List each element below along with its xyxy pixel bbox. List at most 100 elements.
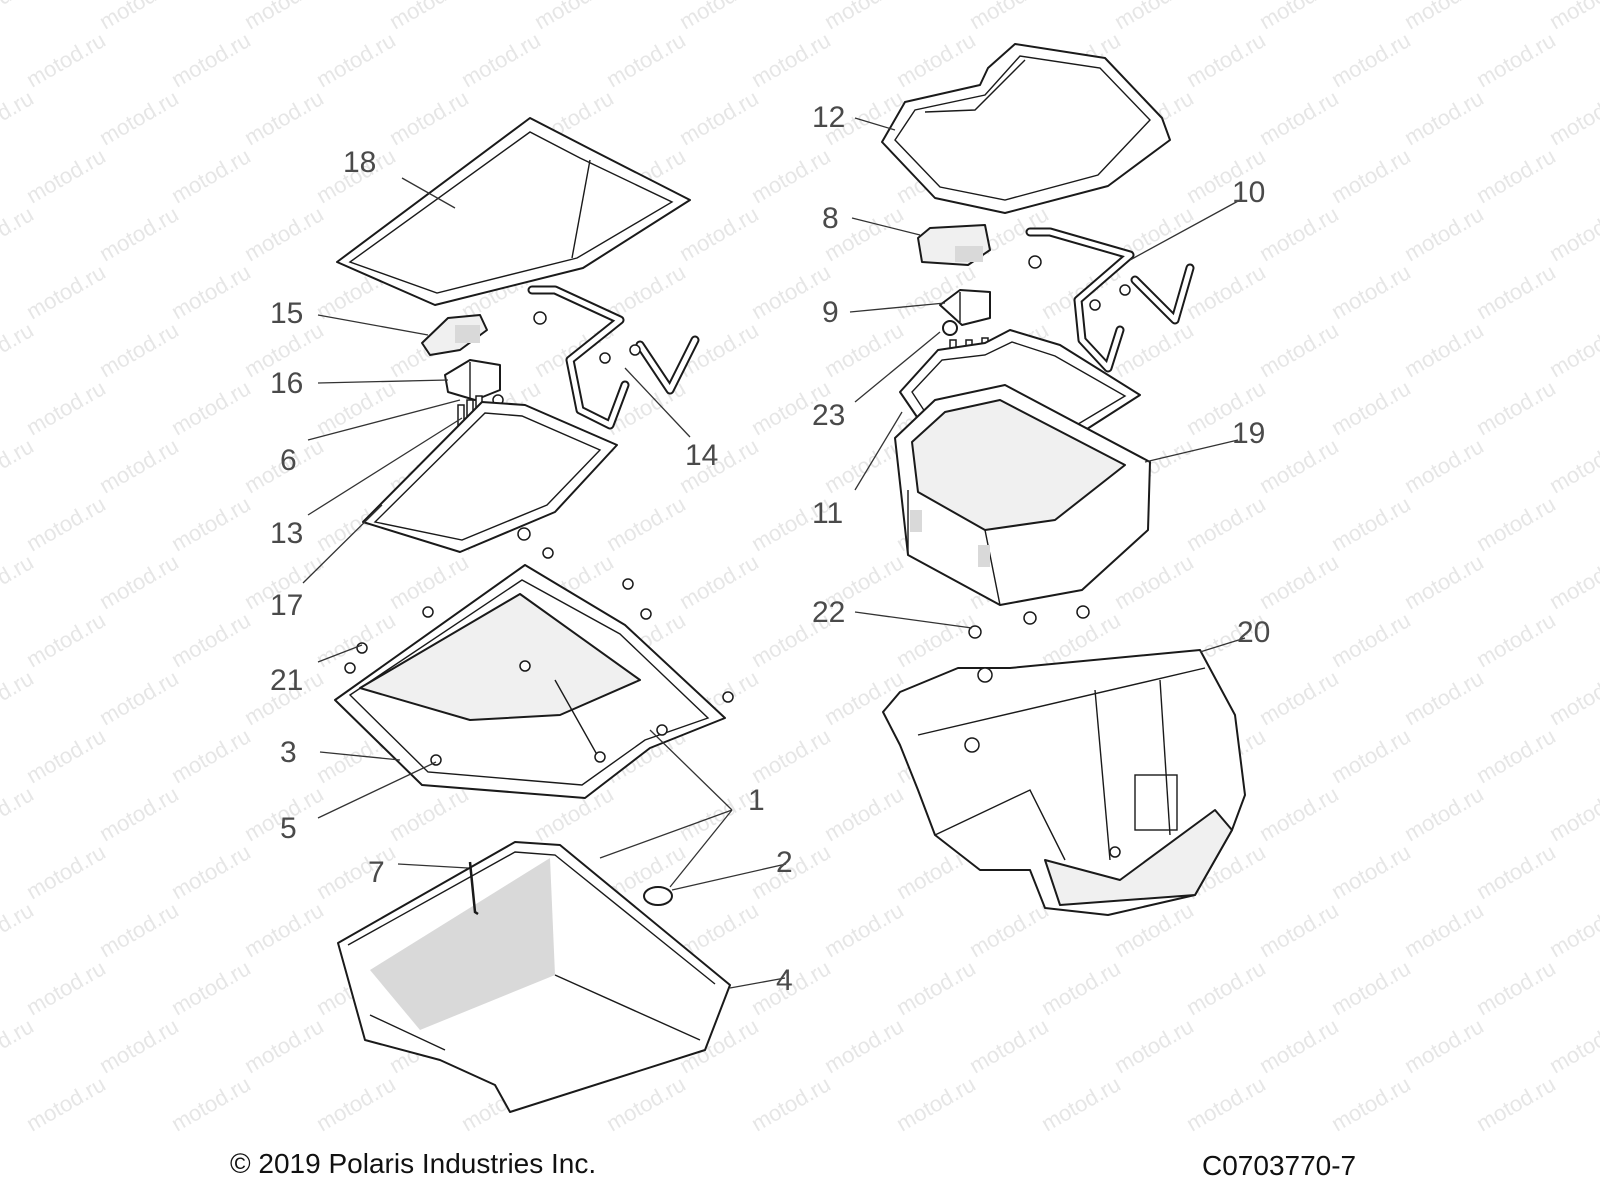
callout-16: 16 — [270, 367, 303, 400]
drawing-code: C0703770-7 — [1202, 1150, 1357, 1181]
watermark-text: motod.ru — [1110, 0, 1198, 34]
callout-9: 9 — [822, 296, 839, 329]
leader-lines — [302, 117, 1246, 989]
callout-21: 21 — [270, 664, 303, 697]
watermark-text: motod.ru — [1472, 259, 1560, 324]
watermark-text: motod.ru — [1545, 781, 1600, 846]
watermark-text: motod.ru — [167, 955, 255, 1020]
watermark-text: motod.ru — [747, 143, 835, 208]
part-20-housing — [882, 649, 1246, 916]
watermark-text: motod.ru — [892, 607, 980, 672]
watermark-text: motod.ru — [1400, 1013, 1488, 1078]
watermark-text: motod.ru — [1400, 665, 1488, 730]
callout-17: 17 — [270, 589, 303, 622]
callout-4: 4 — [776, 964, 793, 997]
watermark-text: motod.ru — [1545, 897, 1600, 962]
part-22-fasteners — [968, 605, 1090, 639]
watermark-text: motod.ru — [95, 897, 183, 962]
part-2-plug — [643, 886, 673, 906]
watermark-text: motod.ru — [1255, 85, 1343, 150]
watermark-text: motod.ru — [0, 665, 38, 730]
watermark-text: motod.ru — [240, 85, 328, 150]
watermark-text: motod.ru — [1327, 143, 1415, 208]
part-3-tray — [334, 564, 726, 799]
watermark-text: motod.ru — [1400, 433, 1488, 498]
watermark-text: motod.ru — [1255, 0, 1343, 34]
callout-20: 20 — [1237, 616, 1270, 649]
part-9-latch-bracket — [939, 289, 991, 326]
watermark-text: motod.ru — [965, 1013, 1053, 1078]
watermark-text: motod.ru — [820, 781, 908, 846]
watermark-text: motod.ru — [22, 259, 110, 324]
watermark-text: motod.ru — [1037, 1071, 1125, 1136]
watermark-text: motod.ru — [747, 27, 835, 92]
callout-19: 19 — [1232, 417, 1265, 450]
callout-13: 13 — [270, 517, 303, 550]
watermark-text: motod.ru — [1545, 549, 1600, 614]
watermark-text: motod.ru — [1327, 27, 1415, 92]
watermark-text: motod.ru — [1400, 201, 1488, 266]
part-15-latch — [421, 314, 488, 356]
part-23-washer — [942, 320, 958, 336]
watermark-text: motod.ru — [1400, 0, 1488, 34]
watermark-text: motod.ru — [1255, 201, 1343, 266]
watermark-text: motod.ru — [1255, 1013, 1343, 1078]
watermark-text: motod.ru — [1400, 85, 1488, 150]
watermark-text: motod.ru — [167, 491, 255, 556]
watermark-text: motod.ru — [1472, 375, 1560, 440]
watermark-text: motod.ru — [1472, 955, 1560, 1020]
part-19-box — [894, 384, 1151, 606]
watermark-text: motod.ru — [1472, 27, 1560, 92]
watermark-text: motod.ru — [95, 317, 183, 382]
watermark-text: motod.ru — [1182, 27, 1270, 92]
watermark-text: motod.ru — [1545, 1013, 1600, 1078]
watermark-text: motod.ru — [312, 1071, 400, 1136]
watermark-text: motod.ru — [240, 897, 328, 962]
watermark-text: motod.ru — [1182, 955, 1270, 1020]
watermark-text: motod.ru — [1472, 1071, 1560, 1136]
callout-1: 1 — [748, 784, 765, 817]
watermark-text: motod.ru — [1327, 491, 1415, 556]
watermark-text: motod.ru — [530, 0, 618, 34]
watermark-text: motod.ru — [1255, 897, 1343, 962]
watermark-text: motod.ru — [820, 433, 908, 498]
watermark-text: motod.ru — [820, 1013, 908, 1078]
callout-18: 18 — [343, 146, 376, 179]
watermark-text: motod.ru — [675, 0, 763, 34]
copyright-notice: © 2019 Polaris Industries Inc. — [230, 1148, 597, 1179]
watermark-text: motod.ru — [312, 27, 400, 92]
watermark-text: motod.ru — [675, 549, 763, 614]
watermark-text: motod.ru — [312, 375, 400, 440]
watermark-text: motod.ru — [1110, 1013, 1198, 1078]
callout-14: 14 — [685, 439, 718, 472]
watermark-text: motod.ru — [1182, 1071, 1270, 1136]
watermark-text: motod.ru — [0, 549, 38, 614]
watermark-text: motod.ru — [1327, 723, 1415, 788]
part-12-lid — [881, 43, 1171, 214]
watermark-text: motod.ru — [602, 491, 690, 556]
watermark-text: motod.ru — [0, 85, 38, 150]
part-18-lid — [336, 117, 691, 306]
watermark-text: motod.ru — [1472, 839, 1560, 904]
watermark-text: motod.ru — [1037, 955, 1125, 1020]
watermark-text: motod.ru — [0, 897, 38, 962]
part-16-latch-bracket — [444, 359, 501, 401]
part-4-lower-tub — [337, 841, 731, 1113]
watermark-text: motod.ru — [1327, 259, 1415, 324]
watermark-text: motod.ru — [892, 27, 980, 92]
watermark-text: motod.ru — [1545, 433, 1600, 498]
watermark-text: motod.ru — [1400, 317, 1488, 382]
watermark-text: motod.ru — [892, 1071, 980, 1136]
callouts: 18 15 16 6 13 17 14 21 3 5 1 2 7 4 12 8 … — [270, 101, 1270, 997]
watermark-text: motod.ru — [602, 27, 690, 92]
watermark-text: motod.ru — [167, 839, 255, 904]
watermark-text: motod.ru — [1545, 317, 1600, 382]
watermark-text: motod.ru — [22, 839, 110, 904]
callout-23: 23 — [812, 399, 845, 432]
watermark-text: motod.ru — [0, 781, 38, 846]
watermark-text: motod.ru — [385, 0, 473, 34]
watermark-text: motod.ru — [95, 1013, 183, 1078]
part-17-gasket — [362, 401, 618, 553]
watermark-text: motod.ru — [22, 375, 110, 440]
callout-15: 15 — [270, 297, 303, 330]
